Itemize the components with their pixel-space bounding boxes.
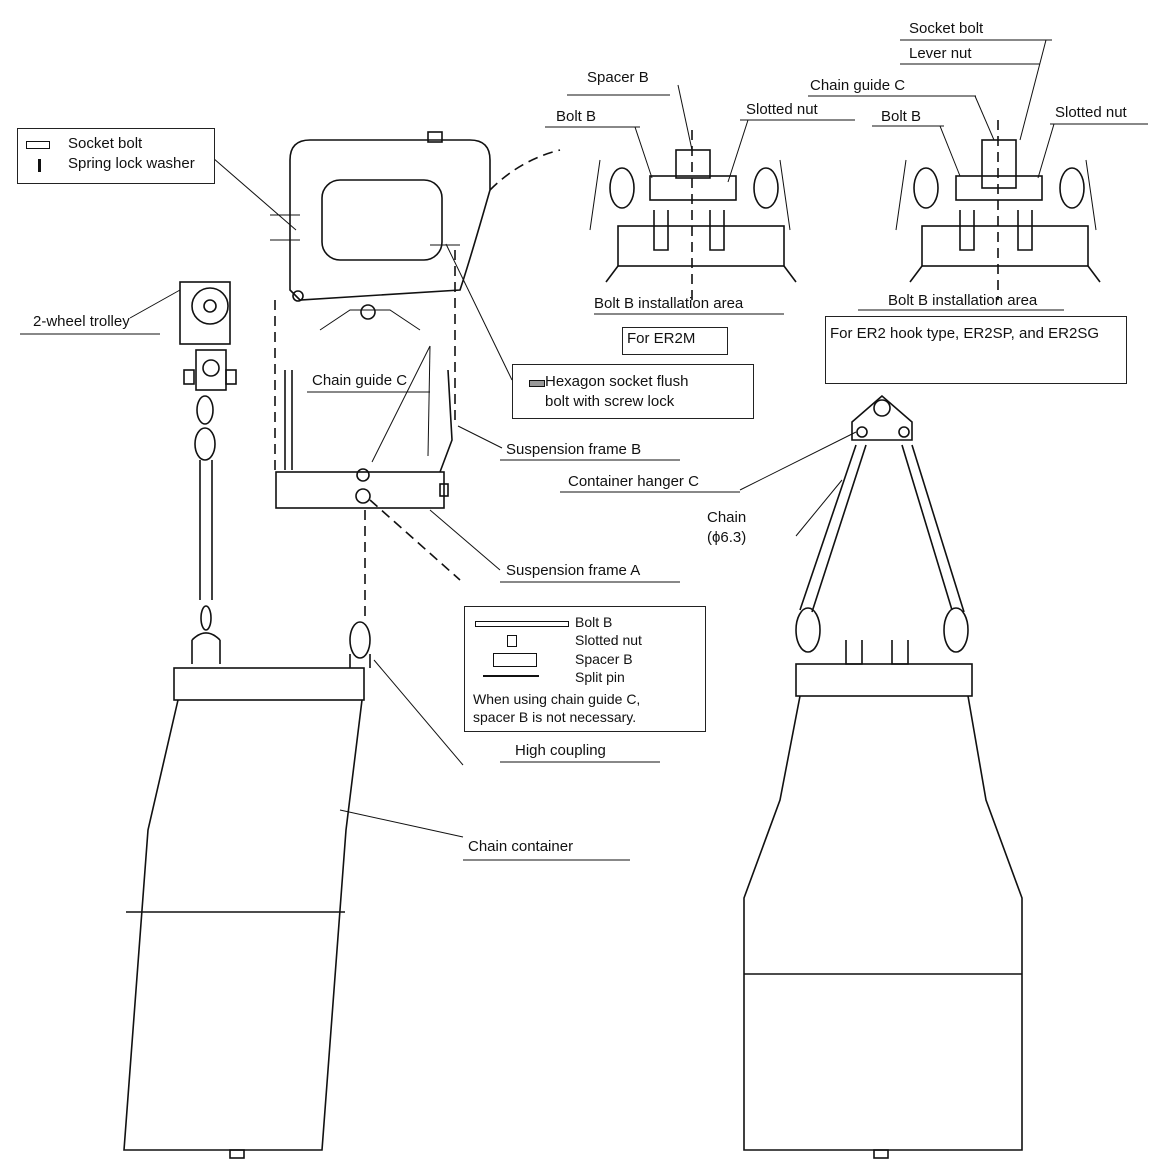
- parts-split-pin-label: Split pin: [575, 669, 625, 685]
- chain-guide-c-label-top: Chain guide C: [810, 77, 906, 94]
- hexagon-bolt-box: Hexagon socket flush bolt with screw loc…: [512, 364, 754, 419]
- hexagon-bolt-icon: [529, 380, 545, 387]
- socket-bolt-label-top: Socket bolt: [909, 20, 984, 37]
- bolt-b-installation-area-left: Bolt B installation area: [594, 295, 744, 312]
- parts-note-line2: spacer B is not necessary.: [473, 709, 637, 725]
- spring-lock-washer-legend-label: Spring lock washer: [68, 155, 195, 172]
- hexagon-bolt-label-line2: bolt with screw lock: [545, 393, 675, 410]
- parts-bolt-b-label: Bolt B: [575, 614, 613, 630]
- chain-container-label: Chain container: [468, 838, 574, 855]
- two-wheel-trolley-label: 2-wheel trolley: [33, 313, 130, 330]
- parts-spacer-b-label: Spacer B: [575, 651, 633, 667]
- bolt-b-label-right: Bolt B: [881, 108, 922, 125]
- container-hanger-c-drawing: [795, 394, 969, 665]
- spring-lock-washer-icon: [38, 159, 41, 172]
- lever-nut-label: Lever nut: [909, 45, 972, 62]
- er2m-detail-drawing: [589, 130, 797, 300]
- bolt-b-label-left: Bolt B: [556, 108, 597, 125]
- chain-guide-c-label-mid: Chain guide C: [312, 372, 408, 389]
- chain-container-right: [743, 663, 1023, 1159]
- bolt-b-installation-area-right: Bolt B installation area: [888, 292, 1038, 309]
- high-coupling-label: High coupling: [515, 742, 606, 759]
- suspension-frame-b-label: Suspension frame B: [506, 441, 642, 458]
- spacer-b-icon: [493, 653, 537, 667]
- chain-label-line1: Chain: [707, 509, 747, 526]
- socket-bolt-icon: [26, 141, 50, 149]
- for-er2-hook-box: For ER2 hook type, ER2SP, and ER2SG: [825, 316, 1127, 384]
- chain-container-left: [123, 621, 371, 1159]
- suspension-frame-a-drawing: [275, 369, 453, 509]
- for-er2m-box: For ER2M: [622, 327, 728, 355]
- socket-bolt-legend-label: Socket bolt: [68, 135, 143, 152]
- slotted-nut-label-left: Slotted nut: [746, 101, 818, 118]
- slotted-nut-label-right: Slotted nut: [1055, 104, 1127, 121]
- parts-slotted-nut-label: Slotted nut: [575, 632, 642, 648]
- hexagon-bolt-label-line1: Hexagon socket flush: [545, 373, 689, 390]
- parts-note-line1: When using chain guide C,: [473, 691, 641, 707]
- two-wheel-trolley-drawing: [179, 281, 237, 664]
- er2-hook-detail-drawing: [895, 120, 1101, 300]
- split-pin-icon: [483, 675, 539, 677]
- bolt-b-icon: [475, 621, 569, 627]
- spacer-b-label-top: Spacer B: [587, 69, 649, 86]
- chain-label-line2: (ϕ6.3): [707, 529, 747, 546]
- parts-box: Bolt B Slotted nut Spacer B Split pin Wh…: [464, 606, 706, 732]
- suspension-frame-a-label: Suspension frame A: [506, 562, 641, 579]
- slotted-nut-icon: [507, 635, 517, 647]
- suspension-frame-b-drawing: [270, 131, 561, 331]
- legend-socket-bolt-box: Socket bolt Spring lock washer: [17, 128, 215, 184]
- container-hanger-c-label: Container hanger C: [568, 473, 699, 490]
